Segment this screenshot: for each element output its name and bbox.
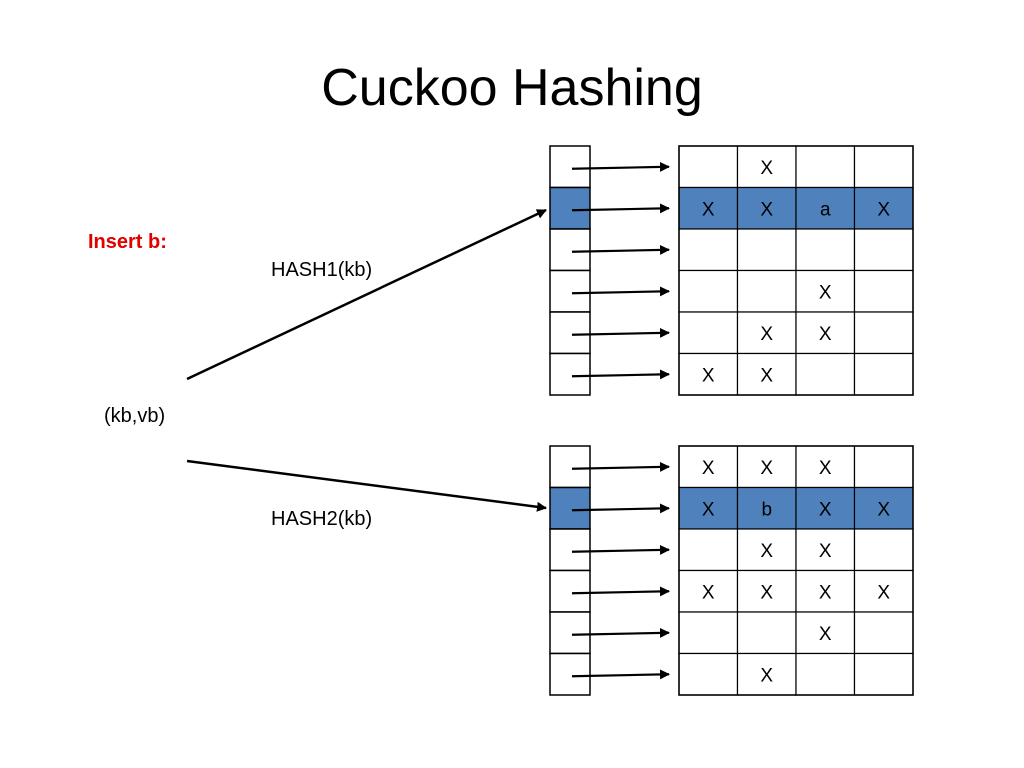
slot-value: X <box>760 324 773 345</box>
bucket-index-cell <box>549 186 591 230</box>
bucket-slot <box>736 486 797 530</box>
bucket-index-cell <box>549 652 591 696</box>
bucket-pointer-arrow <box>571 544 670 555</box>
hash2-arrow <box>186 459 547 512</box>
bucket-slot <box>678 269 739 313</box>
bucket-slot <box>678 228 739 272</box>
slide-title: Cuckoo Hashing <box>321 59 703 117</box>
bucket-slot <box>795 352 856 396</box>
bucket-slot <box>678 311 739 355</box>
bucket-slot <box>853 611 914 655</box>
bucket-slot <box>853 311 914 355</box>
bucket-slot <box>678 569 739 613</box>
bucket-slot <box>736 269 797 313</box>
slot-value: X <box>702 458 715 479</box>
bucket-slot <box>678 611 739 655</box>
bucket-slot <box>795 611 856 655</box>
bucket-slot <box>795 311 856 355</box>
bucket-index-cell <box>549 352 591 396</box>
slot-value: X <box>760 199 773 220</box>
slot-value: X <box>819 282 832 303</box>
insert-label: Insert b: <box>88 231 167 253</box>
bucket-pointer-arrow <box>571 503 670 514</box>
bucket-pointer-arrow <box>571 161 670 172</box>
bucket-slot <box>853 228 914 272</box>
slot-value: X <box>819 499 832 520</box>
slot-value: X <box>702 365 715 386</box>
bucket-pointer-arrow <box>571 369 670 380</box>
slot-value: X <box>877 199 890 220</box>
slot-value: X <box>760 158 773 179</box>
slot-value: X <box>702 199 715 220</box>
bucket-slot <box>795 228 856 272</box>
bucket-grid-border <box>678 445 914 696</box>
bucket-slot <box>795 145 856 189</box>
slot-value: X <box>877 499 890 520</box>
bucket-index-cell <box>549 486 591 530</box>
slot-value: X <box>760 541 773 562</box>
bucket-pointer-arrow <box>571 203 670 214</box>
bucket-slot <box>853 145 914 189</box>
bucket-slot <box>736 652 797 696</box>
hash1-arrow <box>186 208 547 381</box>
bucket-pointer-arrow <box>571 627 670 638</box>
slot-value: X <box>760 458 773 479</box>
slot-value: X <box>819 624 832 645</box>
slot-value: a <box>820 199 831 220</box>
hash1-label: HASH1(kb) <box>271 259 373 281</box>
bucket-index-cell <box>549 228 591 272</box>
bucket-slot <box>853 269 914 313</box>
bucket-slot <box>736 445 797 489</box>
bucket-grid-border <box>678 145 914 396</box>
bucket-index-cell <box>549 528 591 572</box>
slot-value: X <box>760 365 773 386</box>
bucket-slot <box>736 145 797 189</box>
bucket-slot <box>736 528 797 572</box>
bucket-pointer-arrow <box>571 669 670 680</box>
bucket-slot <box>678 528 739 572</box>
bucket-slot <box>853 352 914 396</box>
slot-value: X <box>760 665 773 686</box>
bucket-slot <box>736 228 797 272</box>
bucket-slot <box>795 445 856 489</box>
bucket-index-cell <box>549 269 591 313</box>
bucket-pointer-arrow <box>571 586 670 597</box>
bucket-pointer-arrow <box>571 461 670 472</box>
slot-value: X <box>819 324 832 345</box>
bucket-slot <box>678 652 739 696</box>
bucket-pointer-arrow <box>571 327 670 338</box>
hash2-label: HASH2(kb) <box>271 508 373 530</box>
slot-value: X <box>702 499 715 520</box>
bucket-slot <box>795 569 856 613</box>
bucket-pointer-arrow <box>571 244 670 255</box>
bucket-pointer-arrow <box>571 286 670 297</box>
bucket-index-cell <box>549 611 591 655</box>
bucket-index-cell <box>549 311 591 355</box>
slot-value: b <box>761 499 772 520</box>
slot-value: X <box>819 458 832 479</box>
slot-value: X <box>760 582 773 603</box>
bucket-index-cell <box>549 569 591 613</box>
bucket-slot <box>853 569 914 613</box>
bucket-index-cell <box>549 445 591 489</box>
slot-value: X <box>819 582 832 603</box>
slot-value: X <box>819 541 832 562</box>
bucket-slot <box>795 652 856 696</box>
slot-value: X <box>702 582 715 603</box>
key-label: (kb,vb) <box>104 405 166 427</box>
bucket-slot <box>853 652 914 696</box>
bucket-slot <box>678 486 739 530</box>
bucket-slot <box>678 145 739 189</box>
bucket-index-cell <box>549 145 591 189</box>
slot-value: X <box>877 582 890 603</box>
bucket-slot <box>678 352 739 396</box>
bucket-slot <box>853 528 914 572</box>
bucket-slot <box>853 445 914 489</box>
bucket-slot <box>736 611 797 655</box>
